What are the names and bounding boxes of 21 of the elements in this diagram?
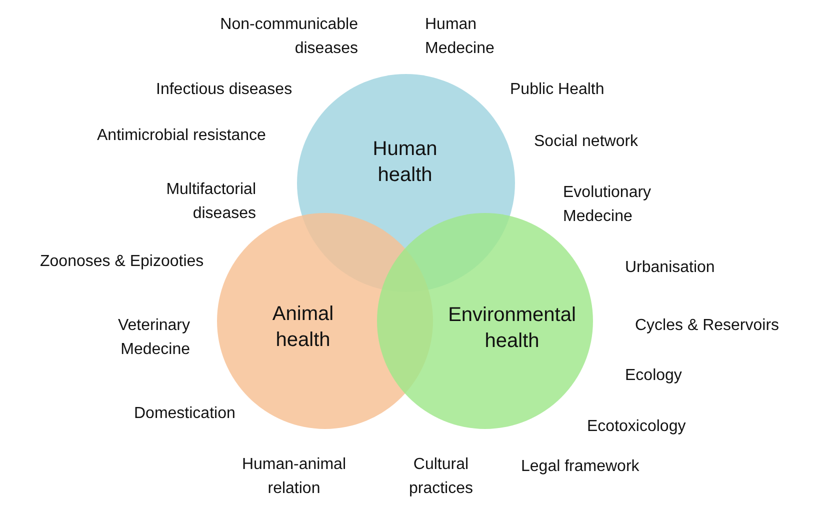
topic-label: Human-animal relation [240, 455, 348, 499]
circle-label: Animal health [271, 302, 335, 353]
topic-label: Zoonoses & Epizooties [40, 252, 204, 272]
topic-label: Domestication [134, 404, 236, 424]
topic-label: Non-communicable diseases [219, 15, 358, 59]
topic-label: Veterinary Medecine [116, 316, 190, 360]
topic-label: Cultural practices [408, 455, 474, 499]
circle-label: Environmental health [447, 303, 577, 354]
topic-label: Cycles & Reservoirs [635, 316, 780, 336]
circle-label: Human health [372, 137, 438, 188]
topic-label: Social network [534, 132, 638, 152]
topic-label: Ecology [625, 366, 682, 386]
topic-label: Antimicrobial resistance [97, 126, 266, 146]
topic-label: Legal framework [521, 457, 640, 477]
topic-label: Infectious diseases [156, 80, 292, 100]
topic-label: Multifactorial diseases [165, 180, 256, 224]
topic-label: Human Medecine [425, 15, 496, 59]
topic-label: Ecotoxicology [587, 417, 686, 437]
topic-label: Urbanisation [625, 258, 715, 278]
topic-label: Public Health [510, 80, 604, 100]
topic-label: Evolutionary Medecine [563, 183, 652, 227]
